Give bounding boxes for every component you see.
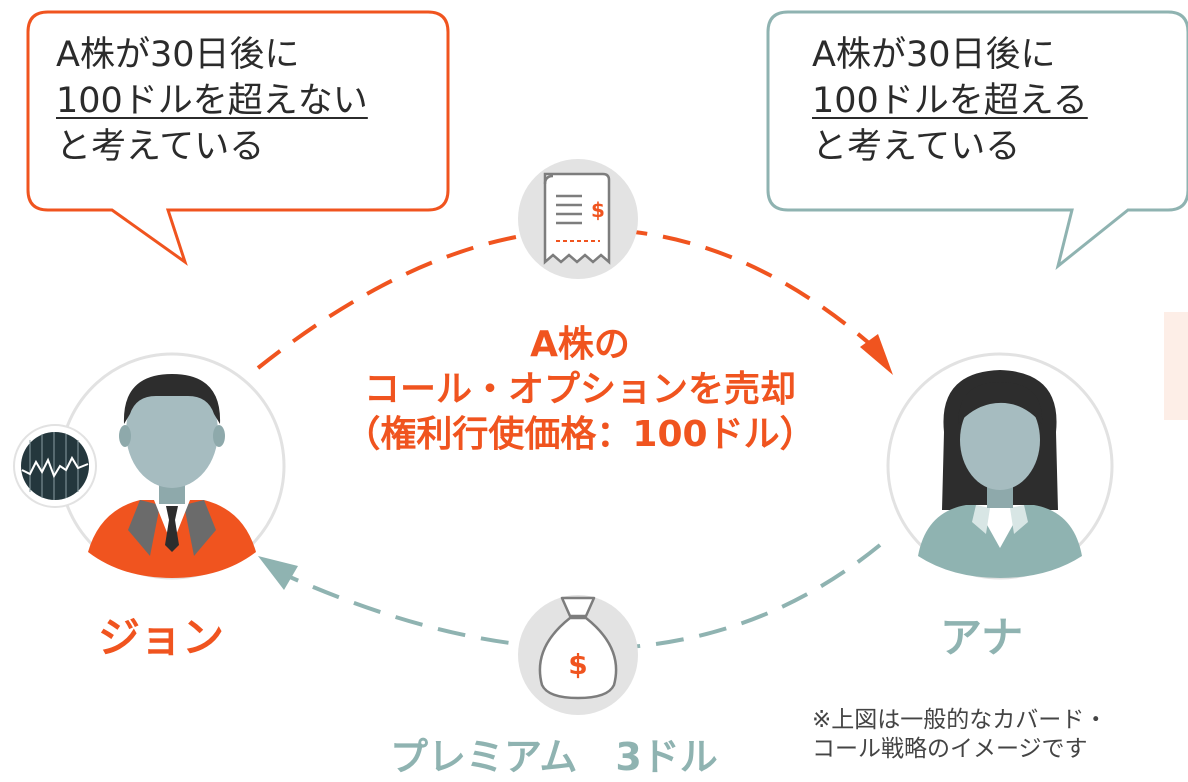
ana-avatar <box>886 352 1114 580</box>
receipt-dollar-sign: $ <box>591 198 605 222</box>
footnote: ※上図は一般的なカバード・ コール戦略のイメージです <box>812 706 1107 764</box>
center-line1: A株の <box>530 324 630 365</box>
left-bubble-line3: と考えている <box>56 127 265 167</box>
money-bag-dollar-sign: $ <box>568 648 587 681</box>
left-speech-bubble <box>26 10 450 266</box>
right-bubble-text: A株が30日後に 100ドルを超える と考えている <box>812 32 1088 170</box>
footnote-line2: コール戦略のイメージです <box>812 736 1088 762</box>
right-bubble-line3: と考えている <box>812 127 1021 167</box>
center-line2: コール・オプションを売却 <box>363 369 796 410</box>
left-bubble-line1: A株が30日後に <box>56 35 300 75</box>
receipt-icon: $ <box>518 159 638 279</box>
right-bubble-line2: 100ドルを超える <box>812 81 1088 121</box>
bottom-dashed-arrow <box>269 543 882 651</box>
right-bubble-line1: A株が30日後に <box>812 35 1056 75</box>
bottom-arrowhead <box>258 556 298 590</box>
top-arrowhead <box>860 334 893 375</box>
ana-name: アナ <box>940 613 1024 662</box>
center-line3: （権利行使価格：100ドル） <box>344 414 816 455</box>
left-bubble-text: A株が30日後に 100ドルを超えない と考えている <box>56 32 368 170</box>
footnote-line1: ※上図は一般的なカバード・ <box>812 707 1108 733</box>
premium-label: プレミアム 3ドル <box>390 735 718 779</box>
money-bag-icon: $ <box>518 595 638 715</box>
center-transaction-label: A株の コール・オプションを売却 （権利行使価格：100ドル） <box>300 322 860 457</box>
left-bubble-line2: 100ドルを超えない <box>56 81 368 121</box>
faint-decoration <box>1164 312 1188 420</box>
john-name: ジョン <box>98 613 225 662</box>
stock-chart-icon <box>13 424 97 508</box>
right-speech-bubble <box>766 10 1188 270</box>
